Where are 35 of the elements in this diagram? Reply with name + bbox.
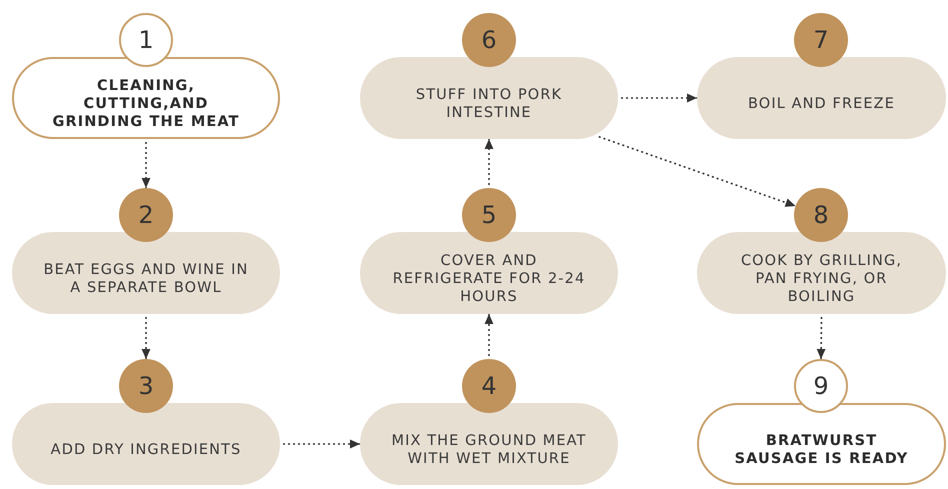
step-number-circle (794, 188, 848, 242)
step-label: BOIL AND FREEZE (748, 95, 895, 113)
step-label: MIX THE GROUND MEAT WITH WET MIXTURE (390, 432, 588, 468)
dotted-arrow (142, 317, 150, 359)
step-number: 5 (481, 201, 497, 229)
step-number-circle (462, 188, 516, 242)
step-number: 2 (138, 201, 154, 229)
step-number: 4 (481, 372, 497, 400)
step-number-circle (462, 13, 516, 67)
dotted-arrow (598, 136, 796, 207)
step-label: BRATWURST SAUSAGE IS READY (734, 432, 910, 468)
step-number-circle (119, 359, 173, 413)
step-label: STUFF INTO PORK INTESTINE (414, 86, 564, 122)
dotted-arrow (621, 94, 697, 102)
dotted-arrow (816, 317, 826, 359)
step-label: COOK BY GRILLING, PAN FRYING, OR BOILING (740, 252, 904, 306)
step-number: 6 (481, 26, 497, 54)
dotted-arrow (283, 440, 360, 448)
dotted-arrow (484, 139, 494, 185)
step-label: BEAT EGGS AND WINE IN A SEPARATE BOWL (42, 261, 250, 297)
step-number-circle (119, 188, 173, 242)
step-label: CLEANING, CUTTING,AND GRINDING THE MEAT (51, 77, 241, 131)
dotted-arrow (484, 314, 494, 356)
step-number: 1 (138, 26, 154, 54)
step-number: 7 (813, 26, 829, 54)
step-number: 3 (138, 372, 154, 400)
step-number-circle (462, 359, 516, 413)
step-number-circle (119, 13, 173, 67)
dotted-arrow (142, 142, 150, 188)
step-label: COVER AND REFRIGERATE FOR 2-24 HOURS (392, 252, 586, 306)
step-number: 8 (813, 201, 829, 229)
step-number-circle (794, 359, 848, 413)
step-number-circle (794, 13, 848, 67)
step-number: 9 (813, 372, 829, 400)
step-label: ADD DRY INGREDIENTS (50, 441, 242, 459)
